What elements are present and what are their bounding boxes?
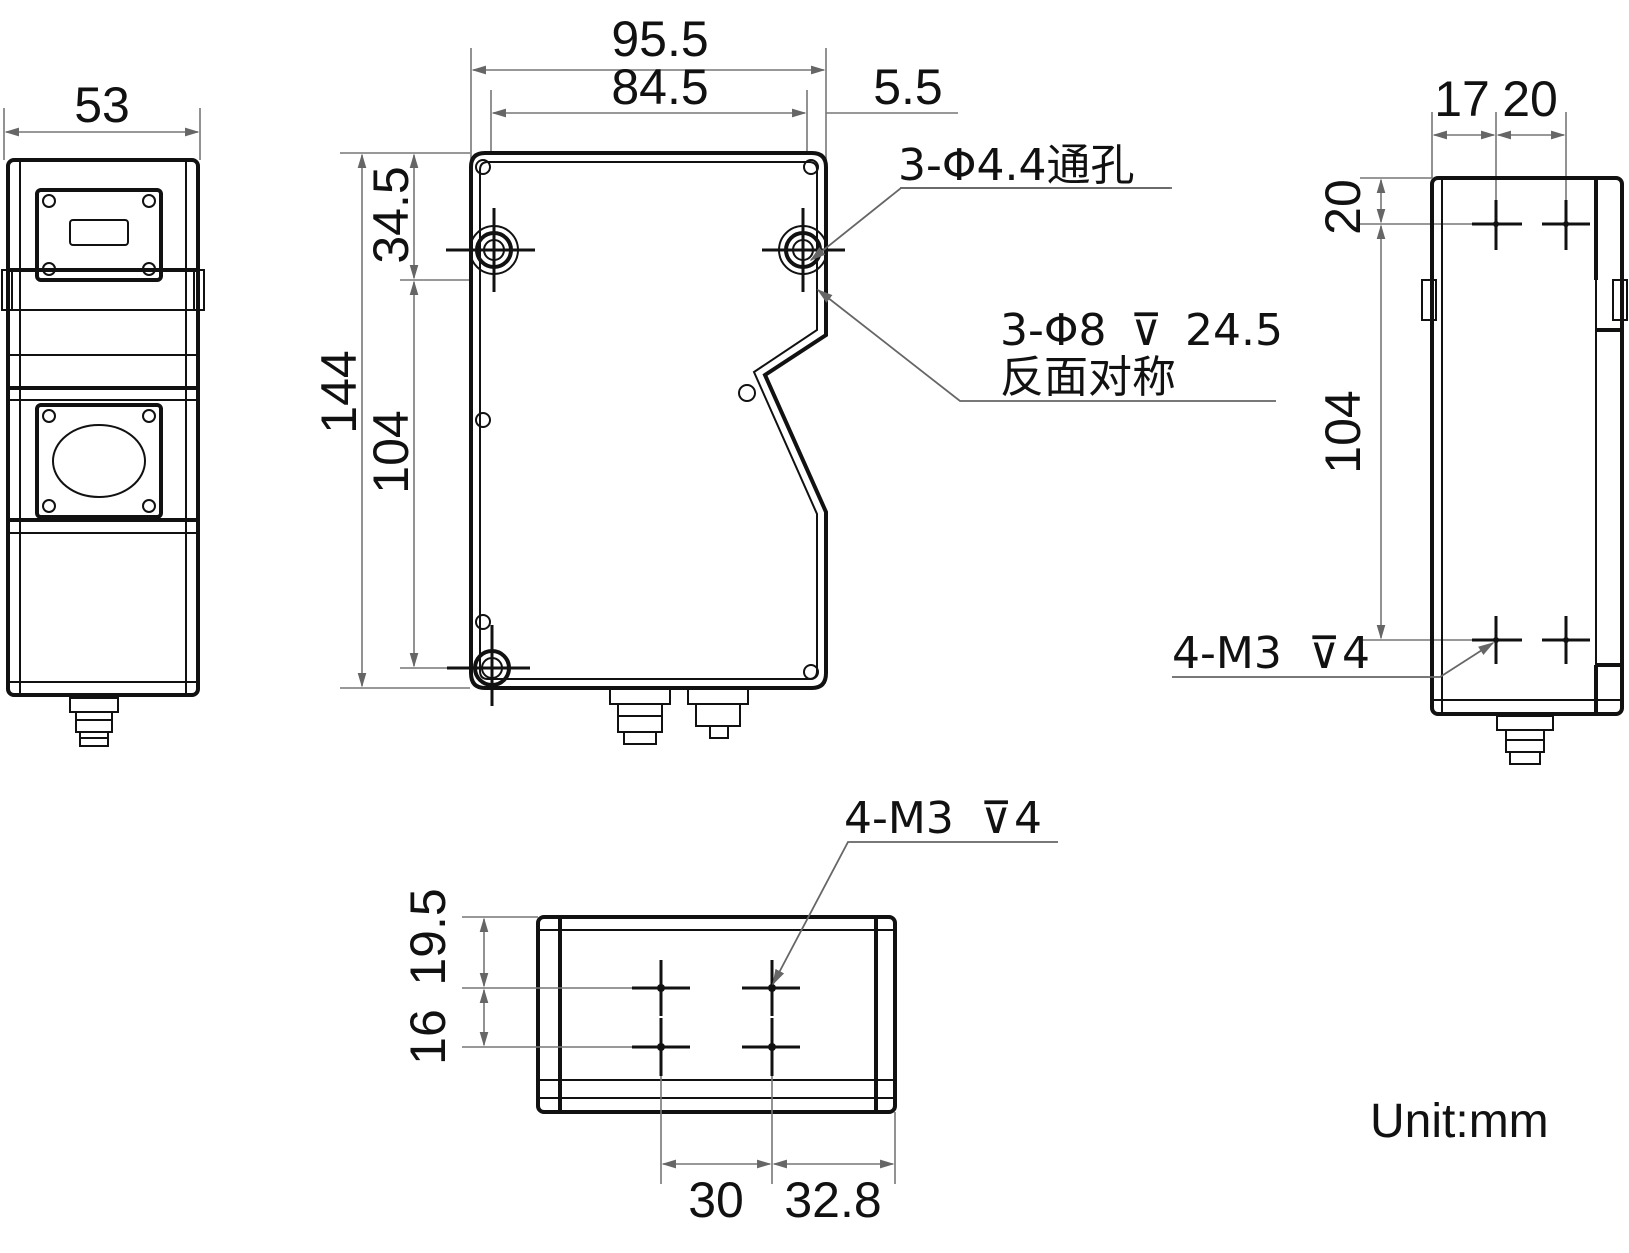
back-thread-depth: 4 xyxy=(1342,628,1370,679)
back-thread-note: 4-M3 xyxy=(1172,628,1282,679)
side-view: 95.5 84.5 5.5 144 34.5 104 xyxy=(311,11,1283,745)
side-hole-spacing-dim: 84.5 xyxy=(611,59,708,115)
bottom-col-pitch-dim: 30 xyxy=(688,1172,744,1228)
bottom-row-pitch-dim: 16 xyxy=(400,1009,456,1065)
back-spacing-a-dim: 17 xyxy=(1434,71,1490,127)
back-view: 17 20 20 104 4-M3 ⊽ 4 xyxy=(1172,71,1628,765)
depth-symbol: ⊽ xyxy=(1130,305,1162,356)
bottom-view: 19.5 16 30 32.8 4-M3 ⊽ 4 xyxy=(400,793,1058,1228)
side-overall-width-dim: 95.5 xyxy=(611,11,708,67)
depth-symbol: ⊽ xyxy=(1308,628,1340,679)
side-edge-offset-dim: 5.5 xyxy=(873,59,943,115)
front-width-dim: 53 xyxy=(74,77,130,133)
counterbore-note: 3-Φ8 xyxy=(1000,305,1107,356)
depth-symbol: ⊽ xyxy=(980,793,1012,844)
bottom-top-offset-dim: 19.5 xyxy=(400,888,456,985)
counterbore-note-reverse: 反面对称 xyxy=(1000,352,1176,403)
bottom-thread-depth: 4 xyxy=(1014,793,1042,844)
back-spacing-b-dim: 20 xyxy=(1502,71,1558,127)
bottom-edge-offset-dim: 32.8 xyxy=(784,1172,881,1228)
unit-label: Unit:mm xyxy=(1370,1095,1549,1148)
side-hole-pitch-dim: 104 xyxy=(363,410,419,493)
bottom-thread-note: 4-M3 xyxy=(844,793,954,844)
back-top-offset-dim: 20 xyxy=(1315,179,1371,235)
side-height-dim: 144 xyxy=(311,350,367,433)
counterbore-depth: 24.5 xyxy=(1185,305,1283,356)
through-hole-note: 3-Φ4.4通孔 xyxy=(898,140,1134,191)
front-view: 53 xyxy=(1,77,205,747)
back-hole-pitch-dim: 104 xyxy=(1315,390,1371,473)
side-top-offset-dim: 34.5 xyxy=(363,166,419,263)
